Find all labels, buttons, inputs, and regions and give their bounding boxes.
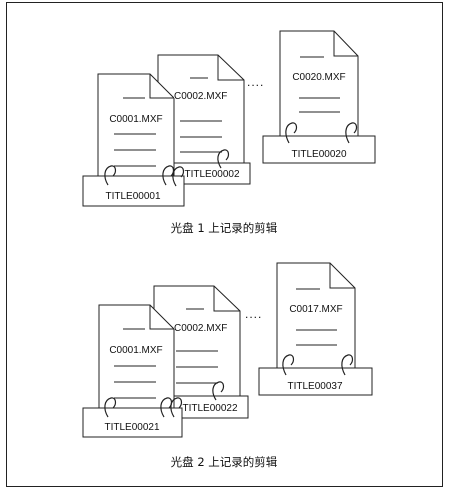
clip-17-fold <box>329 263 355 289</box>
title-label-1: TITLE00001 <box>105 191 160 202</box>
clip-2b-fold <box>213 286 240 312</box>
clip-2: TITLE00002 <box>157 54 251 185</box>
title-label-22: TITLE00022 <box>182 403 237 414</box>
binder-ring-overlap-b <box>170 397 183 418</box>
title-label-37: TITLE00037 <box>287 381 342 392</box>
clip-17: C0017.MXF TITLE00037 <box>258 262 373 396</box>
ellipsis-2: .... <box>245 307 262 321</box>
clip-2-filename-bg <box>174 88 220 102</box>
clip-2b-filename-bg <box>174 320 220 334</box>
clip-20: C0020.MXF TITLE00020 <box>262 30 376 164</box>
binder-rings-37 <box>282 354 354 376</box>
clip-2-filename: C0002.MXF <box>174 88 227 102</box>
clip-17-filename: C0017.MXF <box>289 304 342 315</box>
clip-1b-mask <box>100 330 173 362</box>
title-label-21: TITLE00021 <box>104 422 159 433</box>
title-card-1 <box>82 175 185 207</box>
clip-1b-filename: C0001.MXF <box>109 345 162 356</box>
clip-2-filename-text: C0002.MXF <box>174 91 227 102</box>
title-card-20 <box>262 135 376 164</box>
clip-17-page <box>276 262 356 374</box>
outer-frame <box>6 2 443 487</box>
caption-disc-2: 光盘 2 上记录的剪辑 <box>171 455 278 469</box>
binder-rings-2 <box>217 149 230 169</box>
binder-ring-overlap <box>172 166 185 187</box>
title-label-20: TITLE00020 <box>291 149 346 160</box>
clip-2-fold <box>217 55 244 81</box>
disc-1-group: TITLE00002 TITLE00001 <box>82 30 376 235</box>
clip-20-page <box>279 30 359 141</box>
title-card-21 <box>82 407 183 438</box>
clip-1-fold <box>149 74 174 99</box>
clip-1: TITLE00001 <box>82 73 185 207</box>
clip-1-mask <box>99 99 173 129</box>
clip-20-fold <box>333 31 358 57</box>
disc-2-group: TITLE00022 TITLE00021 C0 <box>82 262 373 469</box>
clip-20-filename: C0020.MXF <box>292 72 345 83</box>
clip-1b-fold <box>149 305 174 330</box>
title-card-37 <box>258 367 373 396</box>
binder-rings-20 <box>285 122 358 144</box>
clip-1-filename: C0001.MXF <box>109 114 162 125</box>
title-label-2: TITLE00002 <box>184 169 239 180</box>
clip-1b: TITLE00021 <box>82 304 183 438</box>
ellipsis-1: .... <box>247 75 264 89</box>
caption-disc-1: 光盘 1 上记录的剪辑 <box>171 221 278 235</box>
clip-2b-filename: C0002.MXF <box>174 323 227 334</box>
binder-rings-22 <box>212 381 225 401</box>
